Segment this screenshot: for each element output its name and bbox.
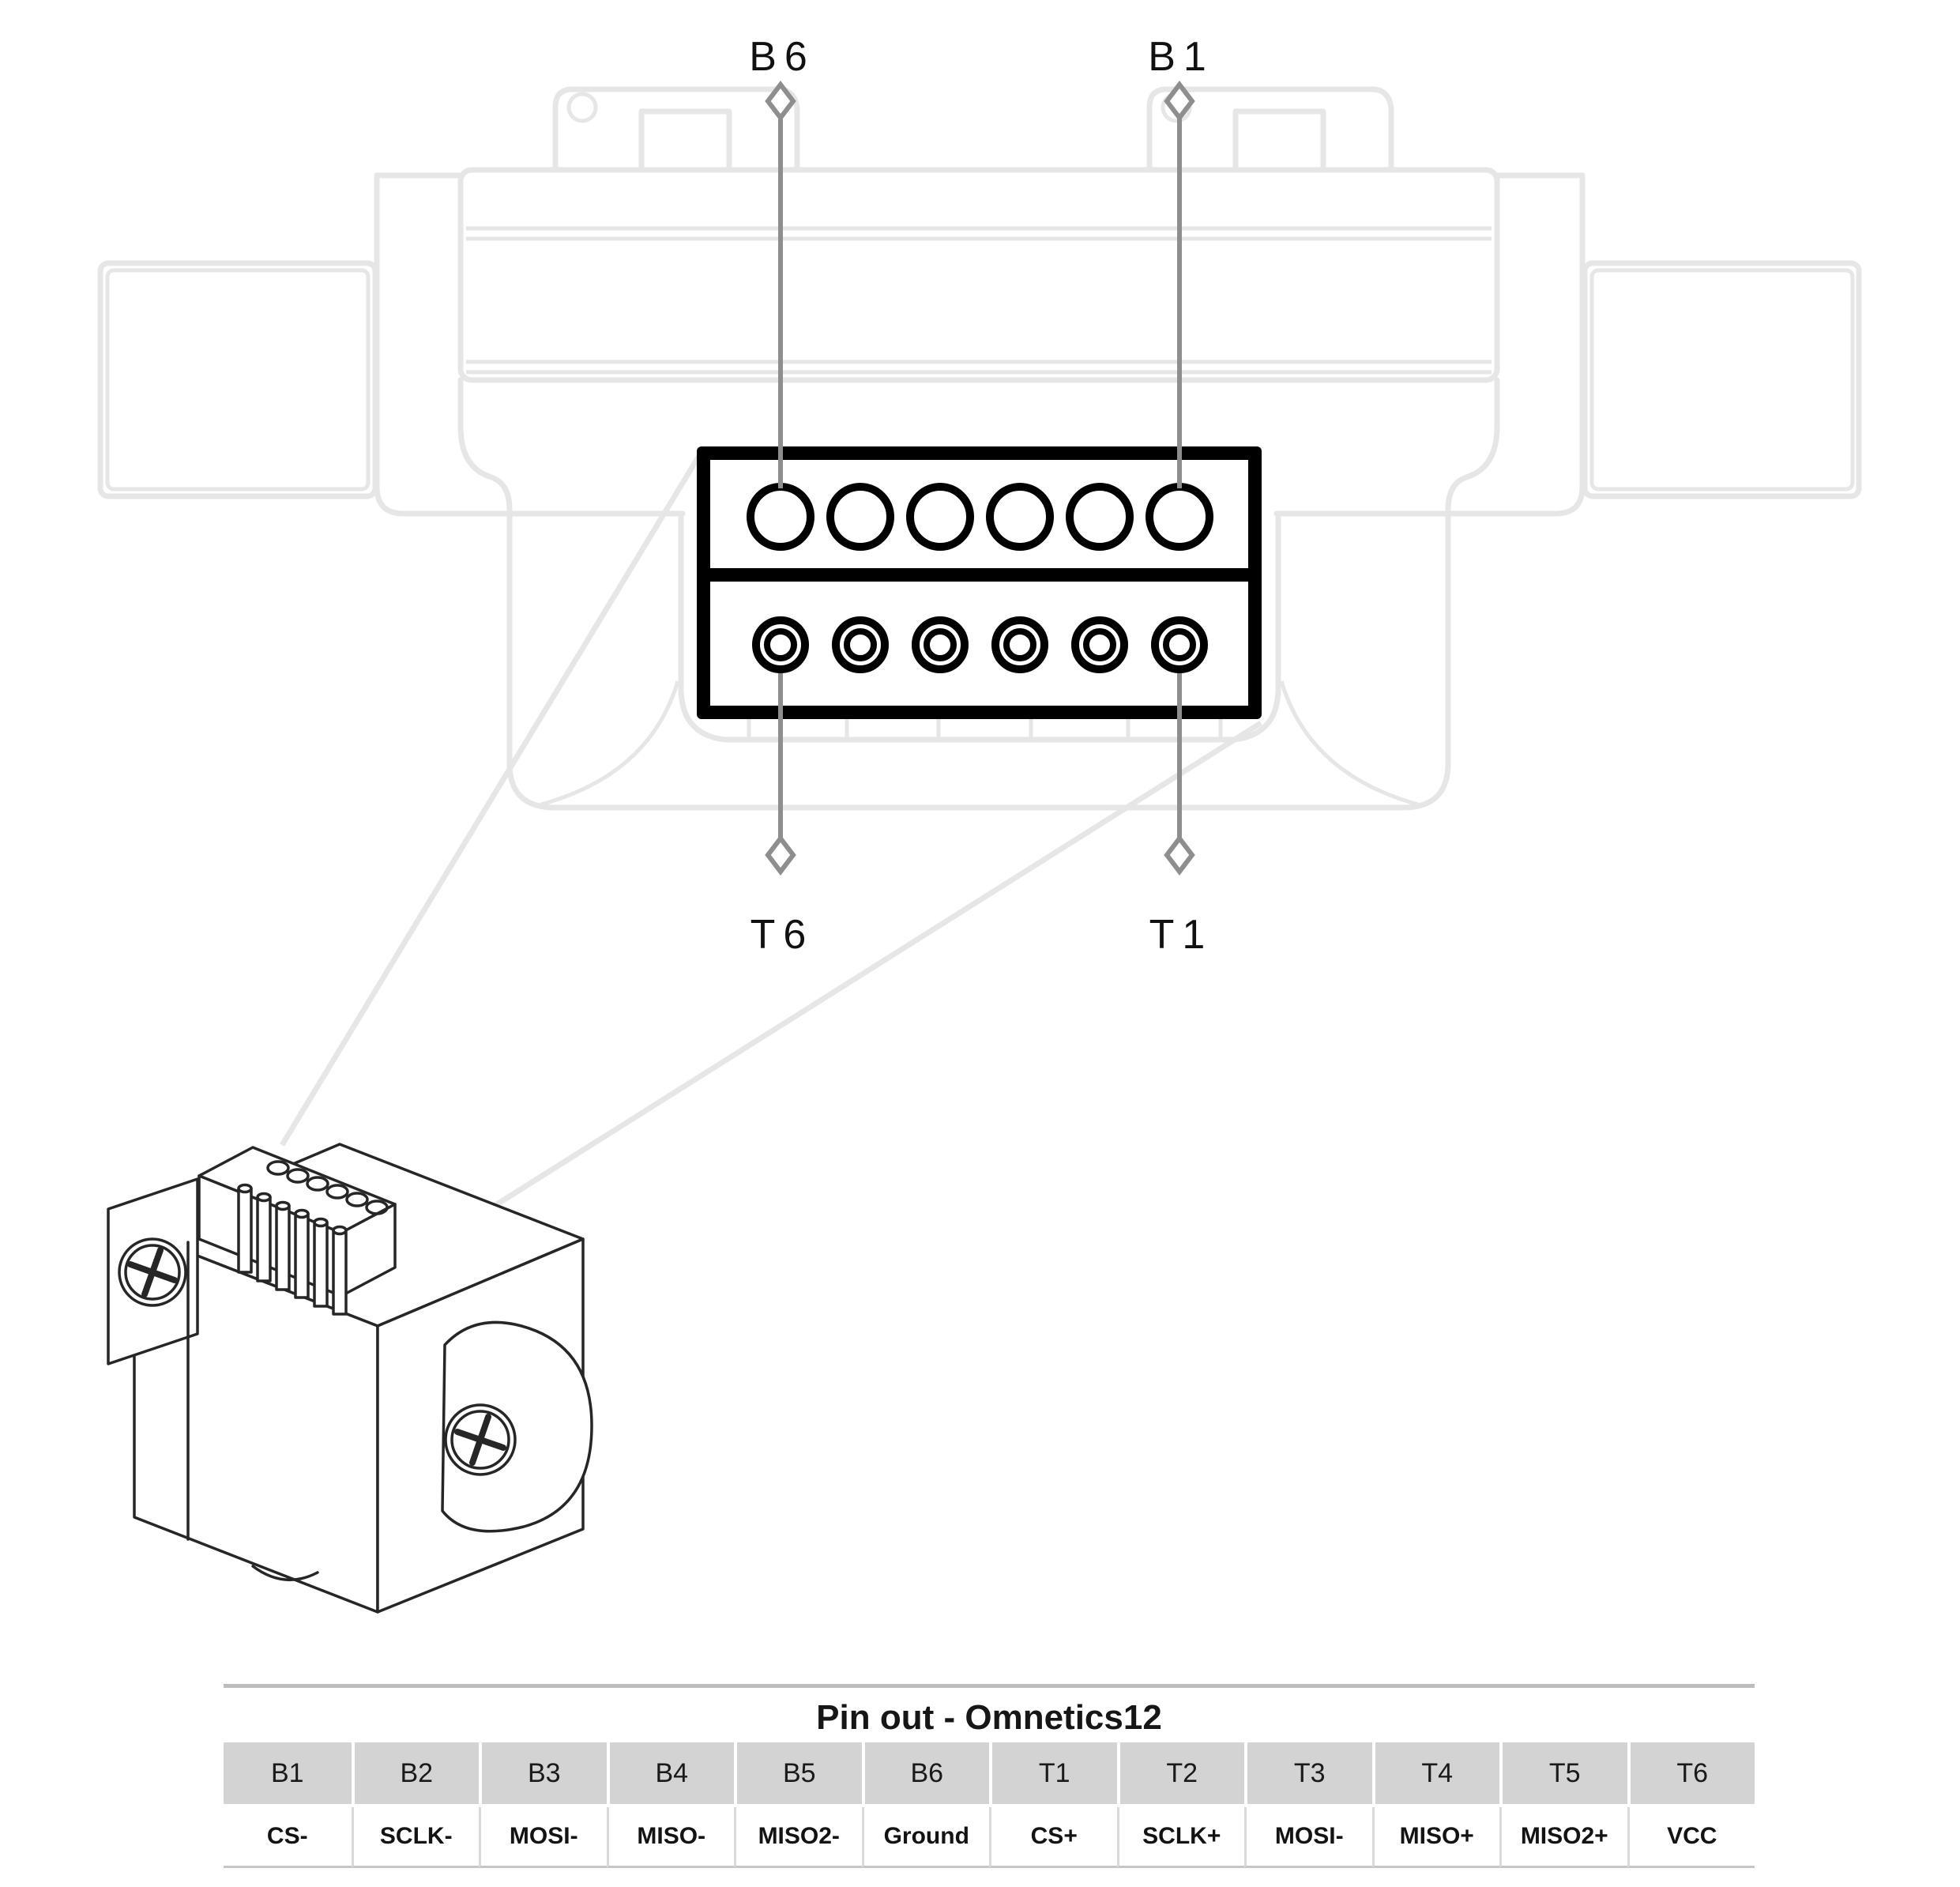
diamond-marker	[765, 834, 796, 876]
table-top-rule	[224, 1684, 1755, 1688]
callout-label-t6: T6	[750, 912, 814, 958]
callout-leader-b1	[1164, 81, 1195, 488]
diamond-marker	[1164, 834, 1195, 876]
pin-header-cell: B3	[479, 1742, 607, 1807]
signal-cell: Ground	[861, 1807, 989, 1868]
signal-cell: MISO-	[606, 1807, 734, 1868]
device-housing-outline	[97, 86, 1862, 811]
callout-leader-t1	[1164, 673, 1195, 876]
pin-header-cell: B5	[734, 1742, 862, 1807]
signal-cell: MISO2-	[734, 1807, 862, 1868]
omnetics-3d-illustration	[107, 1143, 593, 1614]
callout-label-b6: B6	[749, 34, 815, 80]
leader-line-face-to-connector-left	[280, 453, 702, 1147]
signal-cell: MISO2+	[1499, 1807, 1627, 1868]
callout-leader-b6	[765, 81, 796, 488]
pin-header-cell: B6	[861, 1742, 989, 1807]
table-title: Pin out - Omnetics12	[816, 1698, 1162, 1737]
pin-header-cell: B1	[224, 1742, 352, 1807]
pin-header-cell: T5	[1499, 1742, 1627, 1807]
connector-pins	[237, 1183, 348, 1316]
pin-header-cell: B2	[351, 1742, 479, 1807]
diamond-marker	[765, 81, 796, 122]
callout-label-b1: B1	[1148, 34, 1214, 80]
pin-header-cell: T2	[1116, 1742, 1244, 1807]
signal-cell: CS+	[989, 1807, 1117, 1868]
connector-face-diagram	[697, 446, 1262, 719]
socket-row-top	[747, 483, 1213, 551]
signal-cell: MISO+	[1371, 1807, 1499, 1868]
signal-cell: SCLK+	[1116, 1807, 1244, 1868]
leader-line-face-to-connector-right	[350, 721, 1262, 1298]
signal-cell: MOSI-	[1244, 1807, 1372, 1868]
callout-leader-t6	[765, 673, 796, 876]
signal-cell: VCC	[1627, 1807, 1755, 1868]
housing-top-tab-left	[552, 86, 800, 173]
signal-cell: CS-	[224, 1807, 352, 1868]
signal-cell: SCLK-	[351, 1807, 479, 1868]
signal-cell: MOSI-	[479, 1807, 607, 1868]
housing-wing-right	[1582, 260, 1862, 499]
socket-row-bottom	[752, 616, 1208, 673]
pin-header-cell: T3	[1244, 1742, 1372, 1807]
pin-header-cell: T6	[1627, 1742, 1755, 1807]
pin-header-cell: B4	[606, 1742, 734, 1807]
pinout-table: B1 B2 B3 B4 B5 B6 T1 T2 T3 T4 T5 T6 CS- …	[224, 1742, 1755, 1868]
callout-label-t1: T1	[1149, 912, 1213, 958]
diamond-marker	[1164, 81, 1195, 122]
pin-header-cell: T4	[1371, 1742, 1499, 1807]
housing-wing-left	[97, 260, 378, 499]
pin-header-cell: T1	[989, 1742, 1117, 1807]
